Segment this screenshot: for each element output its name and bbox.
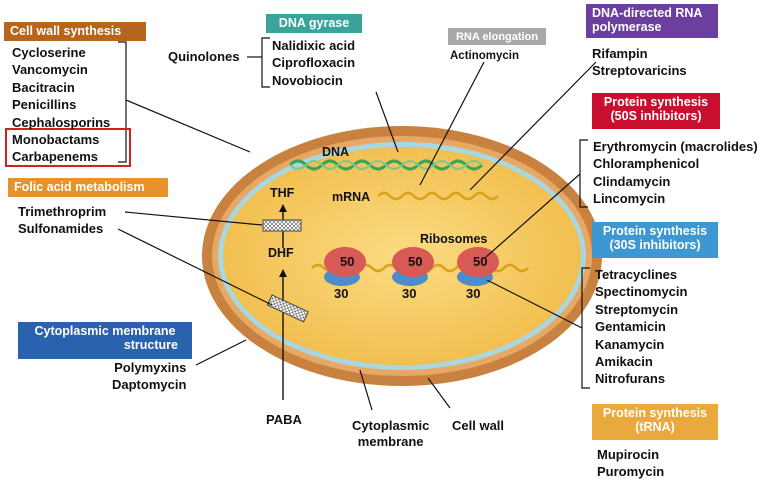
cell-wall-label: Cell wall (452, 418, 505, 433)
drug-streptomycin: Streptomycin (595, 301, 679, 317)
membrane-title-line-2: structure (123, 338, 178, 352)
drug-nitrofurans: Nitrofurans (595, 371, 666, 387)
ribosome-1-large-subunit: 50 (340, 254, 355, 269)
trimethoprim-block (262, 219, 302, 232)
protein-50s-drug-list: Erythromycin (macrolides) Chloramphenico… (593, 138, 758, 208)
drug-carbapenems: Carbapenems (12, 149, 98, 165)
drug-nalidixic-acid: Nalidixic acid (272, 38, 356, 53)
ribosome-1-small-subunit: 30 (334, 286, 349, 301)
drug-rifampin: Rifampin (592, 46, 648, 61)
protein-50s-header: Protein synthesis (50S inhibitors) (592, 93, 720, 129)
protein-30s-title-line-2: (30S inhibitors) (609, 238, 701, 252)
mrna-strand (377, 191, 499, 201)
folic-acid-header: Folic acid metabolism (8, 178, 168, 197)
cytoplasmic-membrane-label: Cytoplasmic membrane (352, 418, 429, 450)
sulfonamide-block (266, 294, 309, 323)
quinolones-label: Quinolones (168, 49, 240, 64)
drug-cycloserine: Cycloserine (12, 45, 86, 60)
dna-helix (288, 159, 484, 171)
membrane-structure-header: Cytoplasmic membrane structure (18, 322, 192, 359)
protein-30s-header: Protein synthesis (30S inhibitors) (592, 222, 718, 258)
paba-label: PABA (266, 412, 302, 427)
membrane-drug-list: Polymyxins Daptomycin (112, 359, 186, 394)
drug-polymyxins: Polymyxins (114, 360, 187, 375)
drug-daptomycin: Daptomycin (112, 377, 187, 393)
drug-erythromycin: Erythromycin (macrolides) (593, 139, 758, 154)
rna-polymerase-title-line-1: DNA-directed RNA (592, 6, 703, 20)
drug-gentamicin: Gentamicin (595, 319, 666, 335)
drug-penicillins: Penicillins (12, 97, 77, 113)
dna-label: DNA (322, 145, 350, 159)
drug-tetracyclines: Tetracyclines (595, 267, 678, 282)
drug-actinomycin: Actinomycin (450, 50, 520, 62)
protein-trna-drug-list: Mupirocin Puromycin (597, 446, 664, 481)
ribosome-1 (324, 247, 366, 286)
membrane-title-line-1: Cytoplasmic membrane (34, 324, 176, 338)
drug-clindamycin: Clindamycin (593, 173, 671, 189)
drug-lincomycin: Lincomycin (593, 191, 666, 207)
protein-50s-title-line-2: (50S inhibitors) (610, 109, 702, 123)
drug-sulfonamides: Sulfonamides (18, 221, 104, 237)
drug-kanamycin: Kanamycin (595, 336, 665, 352)
ribosome-3-large-subunit: 50 (473, 254, 488, 269)
protein-trna-header: Protein synthesis (tRNA) (592, 404, 718, 440)
ribosomes-label: Ribosomes (420, 232, 488, 246)
protein-trna-title-line-1: Protein synthesis (602, 406, 708, 420)
ribosome-2-small-subunit: 30 (402, 286, 417, 301)
ribosome-2 (392, 247, 434, 286)
drug-puromycin: Puromycin (597, 464, 665, 480)
drug-vancomycin: Vancomycin (12, 62, 88, 78)
drug-cephalosporins: Cephalosporins (12, 114, 111, 130)
cell-wall-synthesis-header: Cell wall synthesis (4, 22, 146, 41)
thf-label: THF (270, 186, 295, 200)
cytoplasmic-membrane-label-line-1: Cytoplasmic (352, 418, 430, 433)
drug-chloramphenicol: Chloramphenicol (593, 156, 700, 172)
mrna-label: mRNA (332, 190, 371, 204)
drug-monobactams: Monobactams (12, 132, 100, 148)
drug-streptovaricins: Streptovaricins (592, 63, 687, 79)
leader-lines (117, 37, 597, 411)
rna-polymerase-drug-list: Rifampin Streptovaricins (592, 45, 687, 80)
protein-50s-title-line-1: Protein synthesis (603, 95, 709, 109)
rna-polymerase-header: DNA-directed RNA polymerase (586, 4, 718, 38)
ribosome-2-large-subunit: 50 (408, 254, 423, 269)
protein-30s-title-line-1: Protein synthesis (602, 224, 708, 238)
drug-ciprofloxacin: Ciprofloxacin (272, 55, 356, 71)
highlight-box (5, 128, 131, 167)
drug-novobiocin: Novobiocin (272, 72, 343, 88)
dna-gyrase-header: DNA gyrase (266, 14, 362, 33)
ribosome-3-small-subunit: 30 (466, 286, 481, 301)
folic-acid-drug-list: Trimethroprim Sulfonamides (18, 203, 106, 238)
drug-amikacin: Amikacin (595, 354, 653, 370)
cell-wall-drug-list: Cycloserine Vancomycin Bacitracin Penici… (12, 44, 110, 166)
drug-trimethoprim: Trimethroprim (18, 204, 107, 219)
cytoplasmic-membrane-label-line-2: membrane (357, 434, 424, 449)
rna-elongation-header: RNA elongation (448, 28, 546, 45)
dhf-label: DHF (268, 246, 294, 260)
protein-30s-drug-list: Tetracyclines Spectinomycin Streptomycin… (595, 266, 687, 388)
drug-bacitracin: Bacitracin (12, 79, 75, 95)
drug-mupirocin: Mupirocin (597, 447, 660, 462)
drug-spectinomycin: Spectinomycin (595, 284, 688, 300)
protein-trna-title-line-2: (tRNA) (635, 420, 675, 434)
dna-gyrase-drug-list: Nalidixic acid Ciprofloxacin Novobiocin (272, 37, 355, 89)
rna-polymerase-title-line-2: polymerase (592, 20, 662, 34)
